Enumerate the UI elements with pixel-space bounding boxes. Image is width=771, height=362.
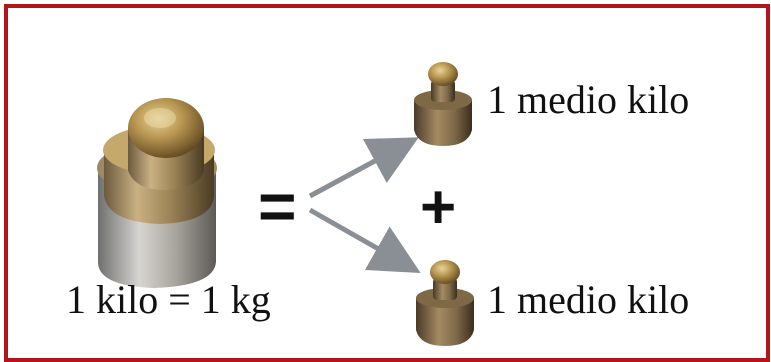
one-kilo-weight-icon: [97, 98, 217, 288]
half-kilo-weight-icon: [416, 260, 474, 346]
arrow-to-top-weight: [308, 137, 419, 199]
equals-sign: =: [258, 169, 297, 243]
plus-sign: +: [420, 173, 457, 242]
one-kilo-label: 1 kilo = 1 kg: [66, 277, 271, 322]
half-kilo-label-top: 1 medio kilo: [487, 77, 690, 122]
arrow-to-bottom-weight: [308, 207, 421, 273]
half-kilo-label-bottom: 1 medio kilo: [487, 277, 690, 322]
half-kilo-weight-icon: [414, 62, 472, 146]
